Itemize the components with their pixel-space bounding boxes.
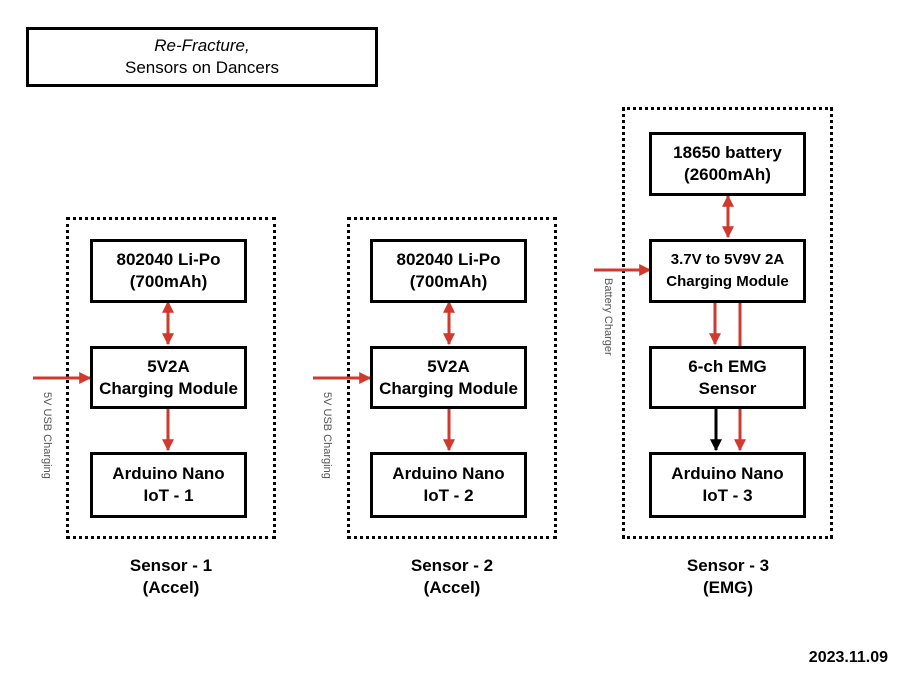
sensor-1-mcu-line-1: Arduino Nano — [112, 464, 225, 483]
sensor-2-mcu-line-1: Arduino Nano — [392, 464, 505, 483]
sensor-1-caption-line-1: Sensor - 1 — [129, 556, 213, 575]
sensor-2-caption: Sensor - 2 (Accel) — [352, 555, 552, 599]
sensor-1-mcu-box: Arduino Nano IoT - 1 — [90, 452, 247, 518]
sensor-2-caption-line-1: Sensor - 2 — [410, 556, 494, 575]
sensor-3-input-label: Battery Charger — [602, 278, 614, 356]
sensor-2-battery-line-1: 802040 Li-Po — [396, 250, 501, 269]
sensor-2-mcu-line-2: IoT - 2 — [423, 486, 474, 505]
sensor-1-charger-line-2: Charging Module — [99, 378, 238, 398]
sensor-1-caption-line-2: (Accel) — [142, 578, 200, 597]
sensor-2-battery-line-2: (700mAh) — [409, 272, 488, 291]
sensor-3-emg-line-1: 6-ch EMG — [688, 356, 767, 376]
sensor-3-mcu-line-2: IoT - 3 — [702, 486, 753, 505]
sensor-3-caption-line-2: (EMG) — [702, 578, 754, 597]
sensor-2-mcu-box: Arduino Nano IoT - 2 — [370, 452, 527, 518]
sensor-1-battery-line-2: (700mAh) — [129, 272, 208, 291]
sensor-1-caption: Sensor - 1 (Accel) — [71, 555, 271, 599]
sensor-3-enclosure — [622, 107, 833, 539]
sensor-2-input-label: 5V USB Charging — [321, 392, 333, 479]
sensor-1-mcu-line-2: IoT - 1 — [143, 486, 194, 505]
sensor-2-charger-box: 5V2A Charging Module — [370, 346, 527, 409]
sensor-1-charger-line-1: 5V2A — [147, 356, 190, 376]
sensor-2-charger-line-1: 5V2A — [427, 356, 470, 376]
sensor-2-charger-line-2: Charging Module — [379, 378, 518, 398]
sensor-1-battery-box: 802040 Li-Po (700mAh) — [90, 239, 247, 303]
sensor-3-battery-box: 18650 battery (2600mAh) — [649, 132, 806, 196]
sensor-3-battery-line-1: 18650 battery — [673, 143, 782, 162]
sensor-3-caption: Sensor - 3 (EMG) — [628, 555, 828, 599]
sensor-1-charger-box: 5V2A Charging Module — [90, 346, 247, 409]
title-line-2: Sensors on Dancers — [124, 58, 280, 77]
diagram-title: Re-Fracture, Sensors on Dancers — [26, 27, 378, 87]
sensor-2-caption-line-2: (Accel) — [423, 578, 481, 597]
sensor-3-emg-line-2: Sensor — [698, 378, 757, 398]
sensor-1-input-label: 5V USB Charging — [41, 392, 53, 479]
sensor-1-battery-line-1: 802040 Li-Po — [116, 250, 221, 269]
sensor-3-emg-box: 6-ch EMG Sensor — [649, 346, 806, 409]
sensor-3-charger-line-2: Charging Module — [666, 273, 789, 290]
sensor-3-mcu-box: Arduino Nano IoT - 3 — [649, 452, 806, 518]
sensor-3-caption-line-1: Sensor - 3 — [686, 556, 770, 575]
sensor-3-charger-line-1: 3.7V to 5V9V 2A — [670, 251, 785, 268]
title-line-1: Re-Fracture, — [154, 36, 250, 55]
sensor-3-mcu-line-1: Arduino Nano — [671, 464, 784, 483]
date-stamp: 2023.11.09 — [808, 649, 888, 666]
sensor-2-battery-box: 802040 Li-Po (700mAh) — [370, 239, 527, 303]
sensor-3-charger-box: 3.7V to 5V9V 2A Charging Module — [649, 239, 806, 303]
sensor-3-battery-line-2: (2600mAh) — [684, 165, 771, 184]
